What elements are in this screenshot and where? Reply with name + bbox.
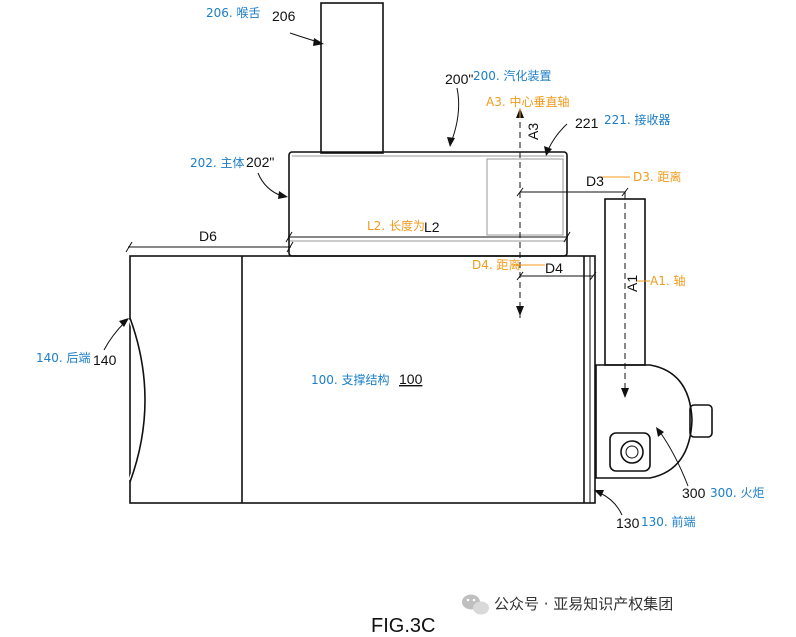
leader-140-arrow (119, 318, 129, 327)
ref-202: 202" (246, 154, 274, 170)
ref-140: 140 (93, 352, 117, 368)
axis-a1-arrow (621, 388, 629, 398)
dim-l2-tick-left (285, 231, 293, 243)
ref-221: 221 (575, 115, 599, 131)
note-distance-d3: D3. 距离 (633, 169, 682, 184)
throat-206 (320, 2, 384, 154)
note-distance-d4: D4. 距离 (472, 257, 521, 272)
leader-300-arrow (656, 427, 664, 437)
torch-body-300 (595, 364, 693, 479)
note-receiver: 221. 接收器 (604, 112, 671, 127)
rear-end-curve-140 (129, 317, 146, 483)
dim-d6-tick-left (125, 241, 133, 253)
leader-202 (257, 172, 283, 197)
vaporizer-body-202 (288, 151, 568, 257)
note-throat: 206. 喉舌 (206, 6, 261, 20)
torch-nozzle (689, 404, 713, 438)
leader-140 (103, 321, 126, 351)
ref-a1: A1 (624, 275, 640, 292)
ref-d4: D4 (545, 260, 563, 276)
ref-300: 300 (682, 485, 706, 501)
ref-l2: L2 (424, 219, 440, 235)
dim-d3-tick-right (621, 187, 629, 197)
support-structure-100 (129, 255, 596, 504)
note-vaporizer: 200. 汽化装置 (473, 68, 552, 83)
leader-221 (547, 123, 568, 151)
note-rear-end: 140. 后端 (36, 351, 91, 365)
note-axis-a1: A1. 轴 (650, 273, 685, 288)
note-vertical-axis: A3. 中心垂直轴 (486, 94, 569, 109)
ref-200: 200" (445, 71, 473, 87)
axis-a3-arrow-down (516, 306, 524, 316)
torch-igniter-core (625, 445, 639, 459)
leader-130 (599, 492, 623, 516)
note-main-body: 202. 主体 (190, 156, 245, 170)
note-torch: 300. 火炬 (710, 486, 765, 500)
leader-200 (451, 87, 460, 141)
dim-d4-tick-left (516, 271, 524, 281)
leader-202-arrow (278, 191, 288, 199)
dim-l2-tick-right (563, 231, 571, 243)
leader-130-arrow (594, 490, 604, 497)
dim-d6-tick-right (286, 241, 294, 253)
ref-d6: D6 (199, 228, 217, 244)
ref-a3: A3 (525, 123, 541, 140)
receiver-window-221 (486, 158, 564, 236)
note-support-structure: 100. 支撑结构 (311, 372, 390, 387)
dim-d4-tick-right (589, 271, 597, 281)
wechat-icon (462, 594, 489, 615)
ref-130: 130 (616, 515, 640, 531)
leader-300 (659, 431, 689, 487)
leader-221-arrow (544, 146, 552, 156)
ref-206: 206 (272, 8, 296, 24)
dim-d3-tick-left (516, 187, 524, 197)
ref-100: 100 (399, 371, 423, 387)
torch-igniter-housing (609, 432, 651, 472)
note-front-end: 130. 前端 (641, 514, 696, 529)
note-length-l2: L2. 长度为 (367, 218, 425, 233)
watermark-text: 公众号 · 亚易知识产权集团 (494, 595, 673, 613)
torch-igniter-ring (620, 440, 644, 464)
figure-caption: FIG.3C (371, 615, 435, 637)
leader-206-arrow (313, 38, 324, 46)
ref-d3: D3 (586, 173, 604, 189)
leader-200-arrow (447, 137, 455, 147)
